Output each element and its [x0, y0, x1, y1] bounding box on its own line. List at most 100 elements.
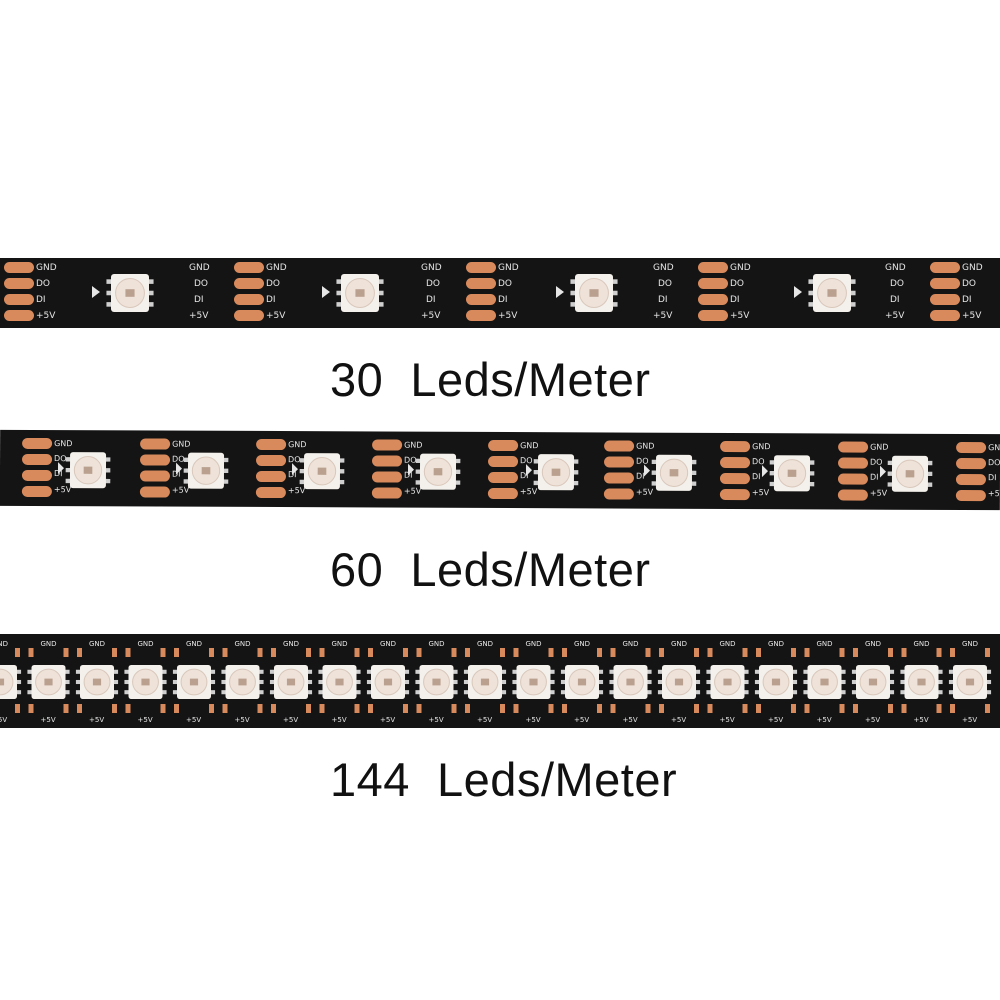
arrow-mark — [761, 465, 768, 478]
arrow-mark — [525, 464, 532, 477]
copper-pad — [500, 704, 505, 713]
pad-label: GND — [380, 640, 396, 648]
rgb-led — [172, 665, 216, 699]
copper-pad-group — [255, 438, 287, 499]
rgb-led — [803, 665, 846, 699]
pad-label: GND — [172, 440, 190, 449]
copper-pad — [403, 648, 408, 657]
copper-pad — [901, 648, 907, 657]
caption-30-leds-per-meter: 30 Leds/Meter — [330, 353, 651, 406]
pad-label: +5V — [870, 489, 888, 498]
copper-pad — [209, 648, 214, 657]
pad-label: +5V — [671, 716, 686, 724]
copper-pad-group — [719, 440, 751, 501]
pad-label: GND — [730, 263, 751, 273]
copper-pad-group — [698, 262, 728, 321]
pad-label: GND — [477, 640, 493, 648]
pad-label: DO — [172, 455, 185, 464]
pad-label: +5V — [623, 716, 638, 724]
copper-pad — [659, 648, 664, 657]
strip-60-drawing: GNDDODI+5VGNDDODI+5VGNDDODI+5VGNDDODI+5V… — [21, 437, 1000, 502]
rgb-led — [124, 665, 167, 699]
copper-pad — [513, 704, 519, 713]
strip-30-drawing: GNDDODI+5VGNDGNDDODODIDI+5V+5VGNDGNDDODO… — [4, 262, 983, 321]
copper-pad — [950, 704, 955, 713]
copper-pad — [562, 704, 567, 713]
pad-label: DI — [520, 471, 529, 480]
copper-pad — [403, 704, 408, 713]
copper-pad — [77, 704, 82, 713]
arrow-mark — [92, 286, 100, 298]
pad-label: +5V — [172, 486, 190, 495]
pad-label: GND — [623, 640, 639, 648]
copper-pad — [742, 704, 748, 713]
pad-label: GND — [720, 640, 736, 648]
pad-label: GND — [189, 263, 210, 273]
pad-label: +5V — [962, 716, 977, 724]
copper-pad — [936, 704, 942, 713]
pad-label: GND — [138, 640, 154, 648]
pad-label: GND — [288, 440, 306, 449]
rgb-led — [463, 665, 507, 699]
pad-label: +5V — [288, 486, 306, 495]
copper-pad — [707, 648, 713, 657]
pad-label: +5V — [653, 311, 673, 321]
copper-pad — [354, 648, 360, 657]
copper-pad — [174, 648, 179, 657]
arrow-mark — [175, 462, 183, 475]
pad-label: +5V — [266, 311, 286, 321]
pad-label: +5V — [186, 716, 201, 724]
copper-pad — [853, 648, 858, 657]
pad-label: DI — [658, 295, 668, 305]
pad-label: GND — [520, 441, 538, 450]
rgb-led — [183, 452, 229, 489]
copper-pad-group — [466, 262, 496, 321]
pad-label: GND — [421, 263, 442, 273]
pad-label: +5V — [235, 716, 250, 724]
copper-pad — [112, 704, 117, 713]
copper-pad — [28, 704, 34, 713]
copper-pad — [222, 648, 228, 657]
copper-pad — [562, 648, 567, 657]
pad-label: DO — [636, 457, 649, 466]
copper-pad — [804, 648, 810, 657]
pad-label: DI — [988, 473, 997, 482]
rgb-led — [651, 454, 697, 491]
pad-label: GND — [768, 640, 784, 648]
copper-pad — [694, 648, 699, 657]
copper-pad — [28, 648, 34, 657]
copper-pad — [465, 648, 470, 657]
rgb-led — [415, 665, 458, 699]
copper-pad-group — [21, 437, 53, 498]
pad-label: DO — [870, 458, 883, 467]
pad-label: DI — [498, 295, 508, 305]
pad-label: GND — [653, 263, 674, 273]
copper-pad — [416, 648, 422, 657]
pad-label: +5V — [477, 716, 492, 724]
copper-pad — [160, 704, 166, 713]
rgb-led — [336, 274, 384, 312]
rgb-led — [657, 665, 701, 699]
pad-label: +5V — [0, 716, 7, 724]
rgb-led — [533, 454, 579, 491]
pad-label: DO — [730, 279, 744, 289]
pad-label: GND — [526, 640, 542, 648]
pad-label: +5V — [189, 311, 209, 321]
copper-pad — [257, 704, 263, 713]
copper-pad — [368, 704, 373, 713]
pad-label: DO — [962, 279, 976, 289]
pad-label: GND — [266, 263, 287, 273]
pad-label: GND — [498, 263, 519, 273]
pad-label: GND — [574, 640, 590, 648]
copper-pad — [63, 648, 69, 657]
arrow-mark — [57, 462, 65, 475]
copper-pad — [222, 704, 228, 713]
pad-label: DO — [194, 279, 208, 289]
pad-label: +5V — [421, 311, 441, 321]
copper-pad — [888, 704, 893, 713]
copper-pad — [63, 704, 69, 713]
copper-pad — [174, 704, 179, 713]
pad-label: +5V — [138, 716, 153, 724]
copper-pad — [500, 648, 505, 657]
